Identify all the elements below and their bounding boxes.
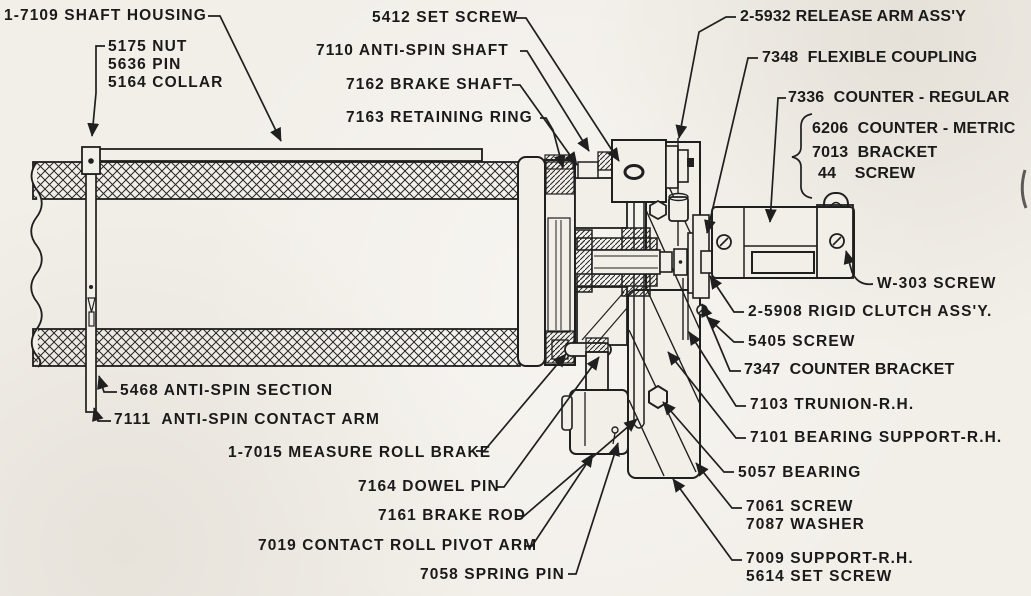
label-shaft-housing: 1-7109 SHAFT HOUSING <box>4 7 207 24</box>
leader-bearing-support <box>667 351 746 439</box>
label-screw-w303: W-303 SCREW <box>877 275 997 292</box>
label-anti-spin-section-5468: 5468 ANTI-SPIN SECTION <box>120 382 334 399</box>
leader-retaining-ring <box>540 117 566 169</box>
set-screw-block <box>597 151 613 171</box>
leader-counter-regular <box>764 97 786 223</box>
label-counter-bracket-7347: 7347 COUNTER BRACKET <box>744 361 955 378</box>
contact-arm-rod <box>85 173 97 413</box>
leader-pivot-arm <box>524 453 594 547</box>
leader-trunion <box>688 331 746 407</box>
label-collar-5164: 5164 COLLAR <box>108 74 224 91</box>
leader-screw-7061 <box>695 462 742 509</box>
pivot-bracket-group <box>551 337 629 455</box>
counter <box>711 192 855 279</box>
leader-release-arm <box>675 16 736 139</box>
measure-roll-brake <box>544 154 576 366</box>
counter-window <box>751 251 815 274</box>
leader-shaft-housing <box>208 15 282 142</box>
leader-lines <box>87 15 874 575</box>
spring-pin <box>611 426 619 434</box>
leader-support-rh <box>672 478 742 561</box>
break-line <box>30 161 43 368</box>
leader-anti-spin-section <box>97 375 117 393</box>
label-nut-5175: 5175 NUT <box>108 38 188 55</box>
label-dowel-pin-7164: 7164 DOWEL PIN <box>358 478 500 495</box>
label-bearing-support-7101: 7101 BEARING SUPPORT-R.H. <box>750 429 1003 446</box>
label-pin-5636: 5636 PIN <box>108 56 182 73</box>
brace-counter-alternates <box>791 113 813 199</box>
label-release-arm-2-5932: 2-5932 RELEASE ARM ASS'Y <box>740 8 967 25</box>
knurl-band-bottom <box>32 328 521 367</box>
label-support-7009: 7009 SUPPORT-R.H. <box>746 550 914 567</box>
label-anti-spin-shaft-7110: 7110 ANTI-SPIN SHAFT <box>316 42 509 59</box>
pivot-bracket <box>569 389 629 455</box>
measure-roll <box>30 148 546 368</box>
leader-spring-pin <box>568 442 620 575</box>
set-screw-hole <box>623 164 645 180</box>
label-trunion-7103: 7103 TRUNION-R.H. <box>750 396 915 413</box>
anti-spin-section-detail <box>87 297 96 313</box>
leader-nut-group <box>87 45 105 137</box>
label-screw-5405: 5405 SCREW <box>748 333 856 350</box>
leader-rigid-clutch <box>709 275 744 313</box>
central-housing <box>574 138 694 346</box>
anti-spin-contact-arm <box>81 146 101 413</box>
shaft-housing-tube <box>85 148 483 162</box>
leader-dowel-pin <box>496 356 600 488</box>
counter-side-plate <box>816 204 854 279</box>
leader-flexible-coupling <box>704 57 758 234</box>
leader-anti-spin-shaft <box>520 50 590 152</box>
label-set-screw-5412: 5412 SET SCREW <box>372 9 519 26</box>
label-rigid-clutch-2-5908: 2-5908 RIGID CLUTCH ASS'Y. <box>748 303 993 320</box>
pin-hole <box>88 158 94 164</box>
knurl-band-top <box>32 161 521 200</box>
leader-w303 <box>843 250 874 286</box>
label-brake-shaft-7162: 7162 BRAKE SHAFT <box>346 76 514 93</box>
label-flexible-coupling-7348: 7348 FLEXIBLE COUPLING <box>762 49 978 66</box>
label-counter-metric-6206: 6206 COUNTER - METRIC <box>812 120 1016 137</box>
leader-screw-5405 <box>706 316 744 343</box>
label-measure-roll-brake-1-7015: 1-7015 MEASURE ROLL BRAKE <box>228 444 492 461</box>
label-screw-44: 44 SCREW <box>818 165 916 182</box>
label-counter-regular-7336: 7336 COUNTER - REGULAR <box>788 89 1010 106</box>
label-pivot-arm-7019: 7019 CONTACT ROLL PIVOT ARM <box>258 537 538 554</box>
leader-brake-rod <box>516 418 638 517</box>
label-bracket-7013: 7013 BRACKET <box>812 144 938 161</box>
label-set-screw-5614: 5614 SET SCREW <box>746 568 893 585</box>
counter-body <box>711 206 855 279</box>
leader-bearing <box>662 401 734 473</box>
leader-set-screw-5412 <box>516 17 620 162</box>
label-contact-arm-7111: 7111 ANTI-SPIN CONTACT ARM <box>114 411 380 428</box>
label-brake-rod-7161: 7161 BRAKE ROD <box>378 507 527 524</box>
shaft-bore <box>591 249 661 275</box>
roll-end-cap <box>517 156 546 367</box>
leader-brake-shaft <box>512 84 578 166</box>
leader-counter-bracket <box>701 303 741 372</box>
hex-nut <box>649 199 667 221</box>
scan-edge-artifact <box>1020 169 1028 209</box>
shaft-assembly <box>574 214 738 340</box>
label-bearing-5057: 5057 BEARING <box>738 464 862 481</box>
label-washer-7087: 7087 WASHER <box>746 516 865 533</box>
leader-measure-roll-brake <box>476 353 567 452</box>
leader-contact-arm <box>92 407 111 422</box>
label-spring-pin-7058: 7058 SPRING PIN <box>420 566 565 583</box>
label-screw-7061: 7061 SCREW <box>746 498 854 515</box>
label-retaining-ring-7163: 7163 RETAINING RING <box>346 109 533 126</box>
